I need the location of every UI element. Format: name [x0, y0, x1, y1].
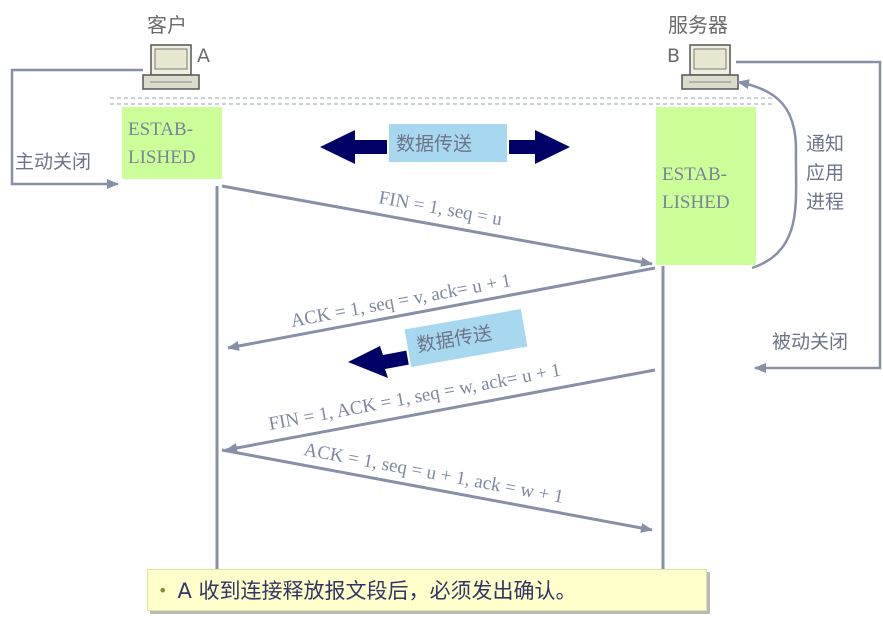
data-transfer-double-arrow	[320, 122, 570, 164]
fin1-label: FIN = 1, seq = u	[377, 187, 504, 230]
client-state-box	[122, 107, 222, 179]
ack1-arrow	[227, 266, 656, 351]
client-title: 客户	[147, 13, 187, 37]
client-state-line1: ESTAB-	[128, 119, 193, 140]
data-transfer-single-arrow	[348, 306, 530, 378]
fin1-arrow	[221, 184, 653, 267]
server-state-line1: ESTAB-	[662, 164, 727, 185]
active-close-arrow	[10, 68, 143, 189]
server-state-line2: LISHED	[662, 192, 730, 213]
passive-close-label: 被动关闭	[772, 331, 848, 353]
server-letter: B	[667, 45, 680, 67]
server-state-box	[656, 107, 756, 265]
conclusion-note: • A 收到连接释放报文段后，必须发出确认。	[147, 569, 707, 611]
fin2-label: FIN = 1, ACK = 1, seq = w, ack= u + 1	[267, 360, 563, 435]
client-letter: A	[197, 45, 210, 67]
note-bullet: •	[158, 580, 168, 600]
note-text: A 收到连接释放报文段后，必须发出确认。	[177, 579, 577, 603]
notify-label-line3: 进程	[806, 191, 844, 213]
active-close-label: 主动关闭	[15, 151, 91, 173]
notify-label-line1: 通知	[806, 133, 844, 155]
server-title: 服务器	[668, 13, 728, 37]
client-state-line2: LISHED	[128, 147, 196, 168]
server-computer-icon	[681, 44, 739, 90]
passive-close-arrow	[736, 60, 882, 373]
client-computer-icon	[142, 44, 200, 90]
data-transfer-top-label: 数据传送	[396, 133, 472, 155]
notify-label-line2: 应用	[806, 162, 844, 184]
fin2-arrow	[225, 368, 656, 453]
ack2-arrow	[221, 448, 653, 533]
notify-app-arrow	[737, 79, 798, 270]
